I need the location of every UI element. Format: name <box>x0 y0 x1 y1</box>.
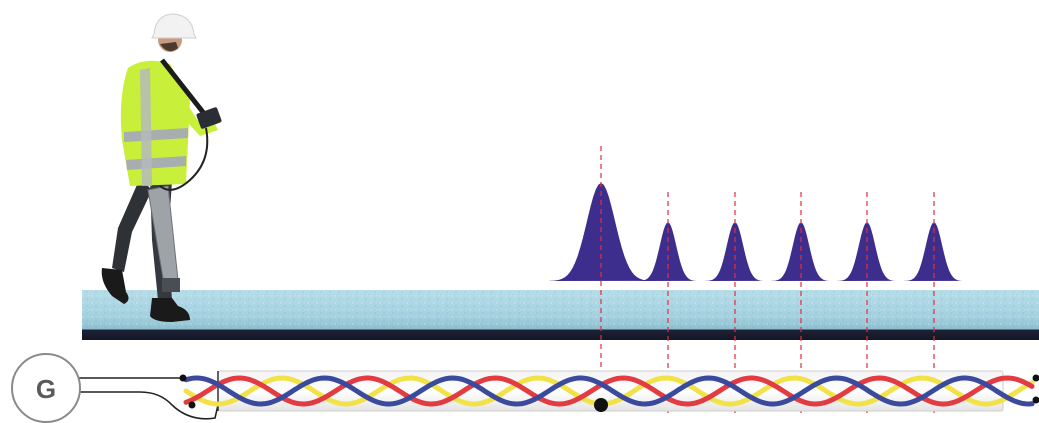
generator-unit: G <box>11 353 219 423</box>
technician-figure <box>101 13 222 322</box>
technician-back-boot <box>101 268 129 304</box>
technician-back-leg <box>112 178 152 272</box>
generator-lead-bottom <box>75 391 219 420</box>
vest-reflective-stripe-2 <box>126 156 186 170</box>
cable-terminal-left-top <box>179 374 187 382</box>
signal-peak-3 <box>705 222 765 281</box>
generator-label: G <box>36 374 56 404</box>
ground-layer <box>82 290 1039 340</box>
signal-peak-5 <box>837 222 897 281</box>
signal-peak-2 <box>638 222 698 281</box>
cable-terminal-left-bottom <box>188 401 196 409</box>
conductor-red <box>183 375 1035 407</box>
locator-probe-tip <box>162 278 180 292</box>
signal-peak-4 <box>771 222 831 281</box>
instrument-cable <box>159 127 209 191</box>
technician-vest <box>120 60 190 186</box>
instrument-strap <box>160 58 208 118</box>
conductor-blue <box>183 375 1035 407</box>
hard-hat-icon <box>151 13 197 39</box>
buried-cable <box>179 370 1039 412</box>
signal-peaks <box>549 183 964 281</box>
twisted-conductors <box>183 375 1035 407</box>
generator-circle <box>11 353 81 423</box>
cable-terminal-right-top <box>1032 374 1039 382</box>
vest-shoulder-stripe <box>140 68 152 186</box>
cable-terminal-right-bottom <box>1032 396 1039 404</box>
fault-location-dot <box>594 398 608 412</box>
ground-texture <box>82 290 1039 328</box>
handheld-display <box>196 107 222 129</box>
signal-peak-6 <box>904 222 964 281</box>
technician-beard <box>160 42 178 52</box>
vest-reflective-stripe-1 <box>124 128 188 142</box>
technician-front-boot <box>150 298 190 322</box>
